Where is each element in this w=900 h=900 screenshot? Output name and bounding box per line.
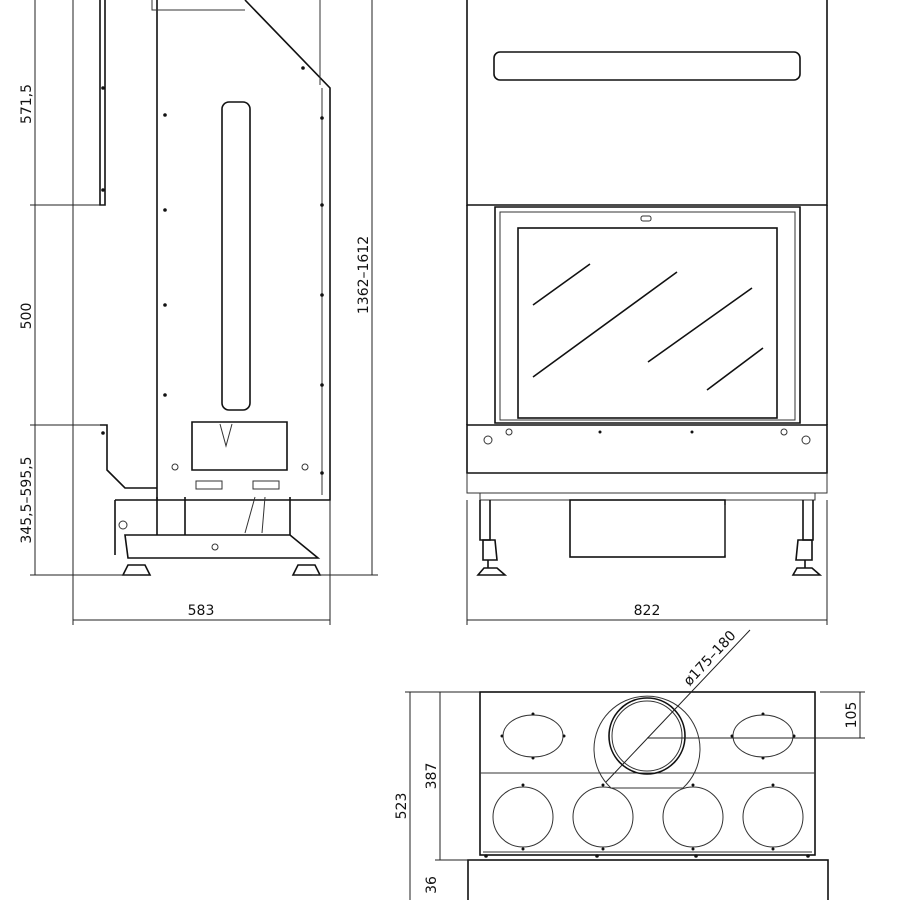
dim-345-595: 345,5–595,5 xyxy=(19,456,35,543)
dim-387: 387 xyxy=(424,763,440,790)
vent-2 xyxy=(572,786,634,848)
flue-outlet xyxy=(608,697,686,775)
dim-523: 523 xyxy=(394,793,410,820)
side-dimensions: 571,5 500 345,5–595,5 1362–1612 583 xyxy=(19,0,378,625)
vent-right xyxy=(732,714,794,758)
dim-1362-1612: 1362–1612 xyxy=(356,236,372,314)
front-view: 822 xyxy=(466,0,828,625)
vent-4 xyxy=(742,786,804,848)
dim-500: 500 xyxy=(19,303,35,330)
glass-door xyxy=(517,227,778,419)
dim-822: 822 xyxy=(634,603,661,619)
vent-1 xyxy=(492,786,554,848)
dim-571-5: 571,5 xyxy=(19,84,35,124)
ash-box xyxy=(569,499,726,558)
vent-left xyxy=(502,714,564,758)
flue-collar xyxy=(593,695,701,789)
vent-3 xyxy=(662,786,724,848)
top-view: ø175–180 105 387 523 36 xyxy=(394,628,865,900)
side-view xyxy=(99,0,331,576)
dim-105: 105 xyxy=(844,702,860,729)
dim-flue-diameter: ø175–180 xyxy=(681,628,740,689)
dim-36: 36 xyxy=(424,876,440,894)
handle xyxy=(493,51,801,81)
dim-583: 583 xyxy=(188,603,215,619)
